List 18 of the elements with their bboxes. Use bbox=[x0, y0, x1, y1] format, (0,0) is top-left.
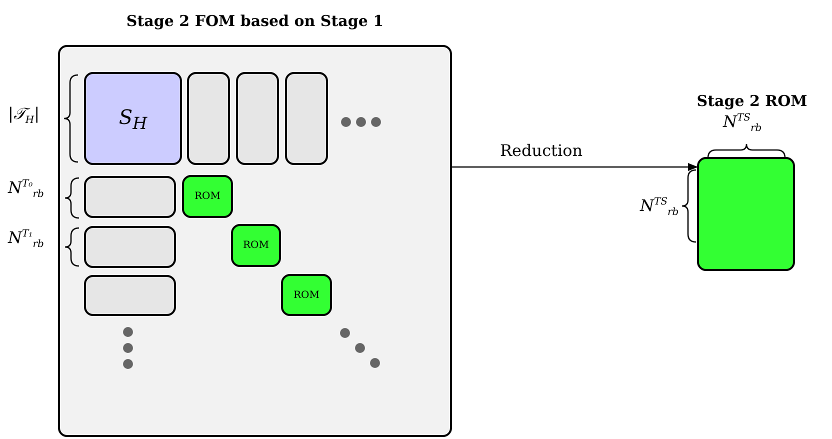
block-label: ROM bbox=[243, 240, 269, 251]
dimension-label: |𝒯$_{H}$| bbox=[8, 104, 40, 126]
block-label: ROM bbox=[194, 191, 220, 202]
empty-block bbox=[84, 176, 176, 218]
heading: Stage 2 FOM based on Stage 1 bbox=[126, 12, 384, 30]
heading: Stage 2 ROM bbox=[696, 92, 808, 110]
arrow bbox=[452, 163, 698, 171]
empty-block bbox=[285, 72, 328, 165]
empty-block bbox=[84, 226, 176, 268]
matrix-block bbox=[281, 274, 332, 316]
block-label: S$_{H}$ bbox=[118, 104, 148, 132]
matrix-block bbox=[84, 72, 182, 165]
empty-block bbox=[187, 72, 230, 165]
empty-block bbox=[236, 72, 279, 165]
matrix-block bbox=[231, 224, 281, 267]
empty-block bbox=[84, 275, 176, 316]
block-label: ROM bbox=[294, 290, 320, 300]
matrix-block bbox=[182, 175, 233, 218]
